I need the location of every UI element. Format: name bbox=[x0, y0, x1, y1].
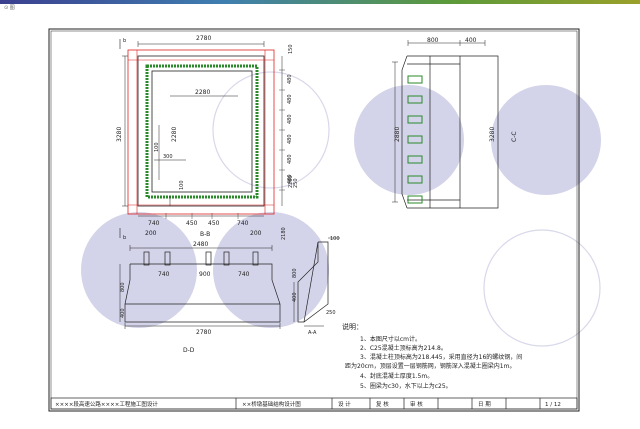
rt-dim-3280: 3280 bbox=[489, 127, 496, 142]
bb-dim-row-2: 480 bbox=[287, 94, 293, 104]
bb-dim-row-4: 480 bbox=[287, 134, 293, 144]
title-block-text: ××××段高速公路××××工程施工图设计 ××桥墩基础结构设计图 设 计 复 核… bbox=[55, 400, 561, 408]
rt-dim-2880: 2880 bbox=[394, 127, 401, 142]
title-drawing-name: ××桥墩基础结构设计图 bbox=[242, 400, 301, 408]
bb-dim-100-mid: 100 bbox=[179, 180, 185, 190]
note-4: 距为20cm，顶层设置一层钢筋网，钢筋深入混凝土圈梁内1m。 bbox=[345, 362, 515, 370]
aa-dim-100: 100 bbox=[330, 236, 340, 242]
bb-dim-300: 300 bbox=[163, 154, 173, 160]
title-block bbox=[50, 397, 578, 410]
aa-section-view bbox=[293, 237, 340, 327]
bb-dim-2280-v: 2280 bbox=[171, 127, 178, 142]
bb-dim-bottom-3: 450 bbox=[208, 220, 220, 227]
notes-heading: 说明： bbox=[342, 322, 363, 331]
bb-dim-bottom-2: 450 bbox=[186, 220, 198, 227]
note-2: 2、C25混凝土顶标高为214.8。 bbox=[360, 344, 447, 352]
design-notes: 说明： 1、本图尺寸以cm计。 2、C25混凝土顶标高为214.8。 3、混凝土… bbox=[342, 322, 522, 390]
rt-dim-800: 800 bbox=[427, 37, 439, 44]
window-title-bar bbox=[0, 0, 640, 4]
note-5: 4、封底混凝土厚度1.5m。 bbox=[360, 372, 433, 380]
title-review: 审 核 bbox=[410, 400, 423, 408]
section-marker-b-top: b bbox=[123, 38, 126, 44]
dd-section-title: D-D bbox=[183, 347, 195, 354]
bb-plan-view bbox=[119, 39, 285, 238]
title-check: 复 核 bbox=[376, 400, 389, 408]
bb-dim-3280: 3280 bbox=[116, 127, 123, 142]
note-6: 5、圈梁为c30，水下以上为c25。 bbox=[360, 382, 452, 390]
bb-section-title: B-B bbox=[200, 231, 210, 238]
aa-section-title: A-A bbox=[308, 330, 317, 336]
bb-dim-200-left: 200 bbox=[145, 230, 157, 237]
aa-dim-800: 800 bbox=[292, 268, 298, 278]
dd-dim-2480: 2480 bbox=[193, 241, 208, 248]
window-corner-label: ⊙ 图 bbox=[4, 5, 15, 11]
bb-dim-2180: 2180 bbox=[281, 227, 287, 240]
bb-dim-2280: 2280 bbox=[195, 89, 210, 96]
bb-dim-row-5: 480 bbox=[287, 154, 293, 164]
dd-dim-inner-3: 740 bbox=[238, 271, 250, 278]
bb-dim-row-6: 480 bbox=[287, 174, 293, 184]
title-project: ××××段高速公路××××工程施工图设计 bbox=[55, 400, 158, 408]
note-3: 3、混凝土柱顶标高为218.445，采用直径为16的螺纹钢，间 bbox=[360, 353, 522, 361]
elevation-right-labels: 800 400 2880 3280 C-C bbox=[394, 37, 518, 142]
dd-dim-inner-1: 740 bbox=[158, 271, 170, 278]
dd-dim-inner-2: 900 bbox=[199, 271, 211, 278]
title-page: 1 / 12 bbox=[545, 402, 561, 408]
cc-section-label: C-C bbox=[511, 131, 518, 142]
note-1: 1、本图尺寸以cm计。 bbox=[360, 335, 421, 343]
bb-dim-250-right: 250 bbox=[293, 178, 299, 188]
rt-dim-400: 400 bbox=[465, 37, 477, 44]
dd-section-view bbox=[119, 245, 281, 329]
title-date: 日 期 bbox=[478, 401, 491, 408]
bb-dim-200-right: 200 bbox=[250, 230, 262, 237]
bb-dim-bottom-1: 740 bbox=[148, 220, 160, 227]
bb-dim-150: 150 bbox=[288, 44, 294, 54]
bb-dim-2280-right: 2280 bbox=[288, 175, 294, 188]
section-marker-b-bottom: b bbox=[123, 235, 126, 241]
dd-dim-800: 800 bbox=[120, 282, 126, 292]
bb-dim-100-left: 100 bbox=[154, 142, 160, 152]
title-design: 设 计 bbox=[338, 400, 351, 408]
aa-labels: 100 800 400 250 A-A bbox=[292, 236, 340, 336]
elevation-right bbox=[392, 40, 499, 209]
dd-labels: 2480 740 900 740 800 400 2780 D-D bbox=[120, 241, 250, 354]
bb-dim-row-1: 480 bbox=[287, 74, 293, 84]
bb-dim-bottom-4: 740 bbox=[237, 220, 249, 227]
dd-dim-400: 400 bbox=[120, 308, 126, 318]
dd-dim-2780: 2780 bbox=[196, 329, 211, 336]
bb-dim-row-3: 480 bbox=[287, 114, 293, 124]
drawing-frame-outer bbox=[48, 28, 580, 412]
aa-dim-250: 250 bbox=[326, 310, 336, 316]
bb-dim-labels: 2780 2280 3280 2280 150 480 480 480 480 … bbox=[116, 35, 299, 241]
aa-dim-400: 400 bbox=[292, 292, 298, 302]
bb-dim-2780: 2780 bbox=[196, 35, 211, 42]
highlight-circles bbox=[81, 71, 601, 347]
